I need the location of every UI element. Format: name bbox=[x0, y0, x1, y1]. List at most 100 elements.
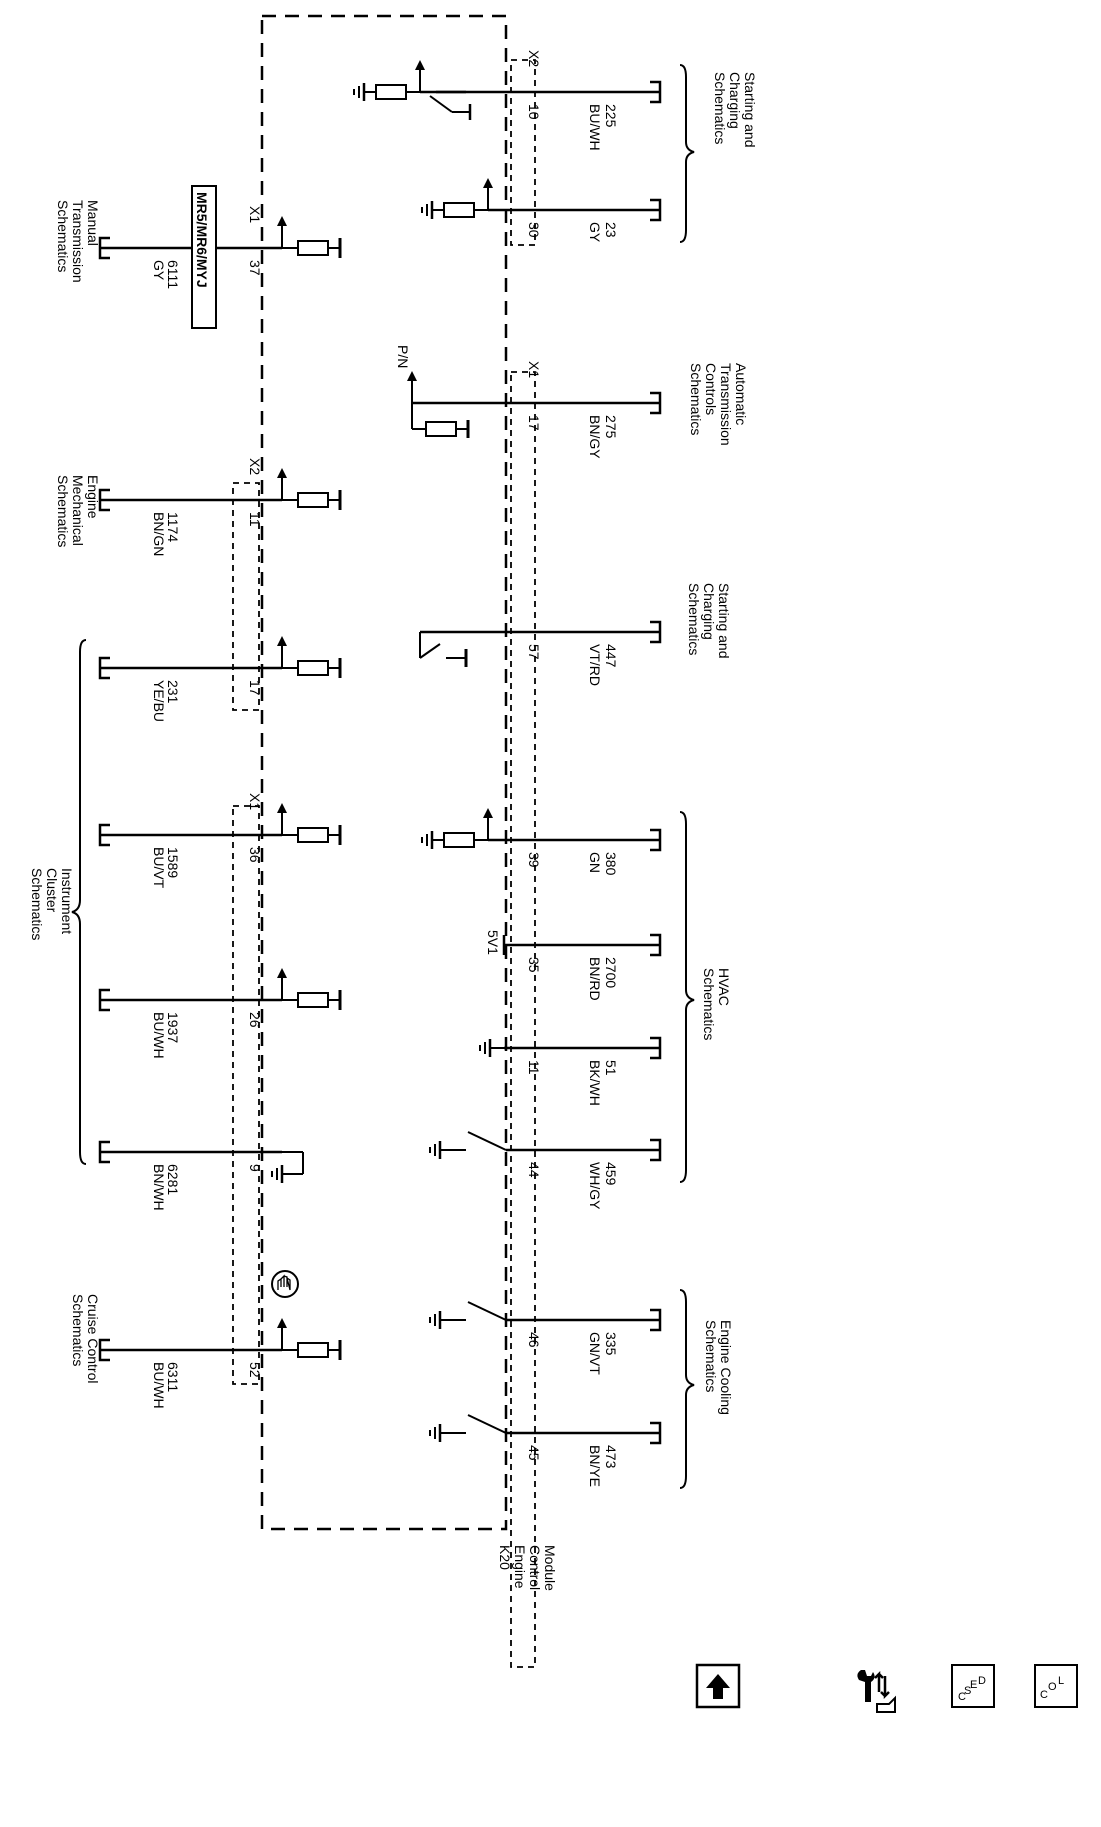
svg-text:Schematics: Schematics bbox=[70, 1294, 86, 1366]
wire-color: BN/GY bbox=[587, 415, 603, 459]
destination-manual: Manual Transmission Schematics bbox=[55, 200, 101, 283]
pin-number: 26 bbox=[247, 1012, 263, 1028]
svg-text:C: C bbox=[1040, 1689, 1048, 1701]
cooling-brace bbox=[679, 1289, 695, 1489]
destination-automatic-transmission: Automatic Transmission Controls Schemati… bbox=[688, 363, 749, 446]
pn-label: P/N bbox=[395, 345, 411, 368]
svg-text:E: E bbox=[970, 1679, 977, 1691]
svg-text:O: O bbox=[1048, 1681, 1057, 1693]
wire-number: 459 bbox=[603, 1162, 619, 1186]
wire-color: GY bbox=[151, 260, 167, 281]
destination-engine-mechanical: Engine Mechanical Schematics bbox=[55, 475, 101, 547]
connector-label: X1 bbox=[526, 361, 542, 378]
connector-box-x2-right bbox=[510, 59, 536, 246]
wire-number: 1589 bbox=[165, 847, 181, 878]
ref-5v-label: 5V1 bbox=[485, 930, 501, 955]
pin-number: 37 bbox=[247, 260, 263, 276]
wire-number: 6281 bbox=[165, 1164, 181, 1195]
svg-text:C: C bbox=[958, 1691, 966, 1703]
svg-text:Schematics: Schematics bbox=[686, 583, 702, 655]
up-arrow-icon[interactable] bbox=[695, 1663, 741, 1709]
module-name: K20 Engine Control Module bbox=[497, 1545, 558, 1591]
svg-text:Schematics: Schematics bbox=[712, 72, 728, 144]
wire-number: 225 bbox=[603, 104, 619, 128]
connector-box-x1-right bbox=[510, 371, 536, 1668]
pin-number: 30 bbox=[526, 222, 542, 238]
svg-text:Charging: Charging bbox=[701, 583, 717, 640]
svg-text:Schematics: Schematics bbox=[703, 1320, 719, 1392]
module-line-4: Module bbox=[542, 1545, 558, 1591]
wire-number: 473 bbox=[603, 1445, 619, 1469]
wire-number: 1174 bbox=[165, 512, 181, 542]
connector-label: X2 bbox=[247, 458, 263, 475]
pin-number: 35 bbox=[526, 957, 542, 973]
wire-number: 231 bbox=[165, 680, 181, 704]
desc-icon[interactable]: D E S C bbox=[951, 1664, 995, 1708]
destination-starting-charging-2: Starting and Charging Schematics bbox=[686, 583, 732, 659]
connector-box-x2-left bbox=[232, 482, 260, 711]
svg-text:Instrument: Instrument bbox=[59, 868, 75, 934]
hvac-brace bbox=[679, 811, 695, 1183]
wire-color: BU/WH bbox=[587, 104, 603, 151]
serial-data-icon bbox=[271, 1270, 299, 1298]
wire-number: 23 bbox=[603, 222, 619, 238]
wire-color: YE/BU bbox=[151, 680, 167, 722]
svg-text:Controls: Controls bbox=[703, 363, 719, 415]
svg-text:D: D bbox=[978, 1675, 986, 1687]
wire-number: 6311 bbox=[165, 1362, 181, 1392]
pin-number: 17 bbox=[247, 680, 263, 696]
module-line-1: K20 bbox=[497, 1545, 513, 1570]
wrench-connector-icon[interactable] bbox=[857, 1670, 896, 1713]
wire-color: GY bbox=[587, 222, 603, 243]
connector-label: X1 bbox=[247, 206, 263, 223]
svg-text:Automatic: Automatic bbox=[733, 363, 749, 425]
wire-number: 447 bbox=[603, 644, 619, 668]
wire-color: BN/GN bbox=[151, 512, 167, 556]
wire-number: 335 bbox=[603, 1332, 619, 1356]
pin-number: 52 bbox=[247, 1362, 263, 1378]
wire-number: 6111 bbox=[165, 260, 181, 289]
option-box: MR5/MR6/MYJ bbox=[191, 185, 217, 329]
module-line-2: Engine bbox=[512, 1545, 528, 1589]
svg-text:HVAC: HVAC bbox=[716, 968, 732, 1006]
svg-text:L: L bbox=[1058, 1675, 1064, 1687]
wire-number: 275 bbox=[603, 415, 619, 439]
svg-text:Manual: Manual bbox=[85, 200, 101, 246]
svg-text:Cluster: Cluster bbox=[44, 868, 60, 913]
svg-text:Starting and: Starting and bbox=[742, 72, 758, 148]
pin-number: 45 bbox=[526, 1445, 542, 1461]
pin-number: 9 bbox=[247, 1164, 263, 1172]
wire-number: 1937 bbox=[165, 1012, 181, 1043]
svg-text:Transmission: Transmission bbox=[718, 363, 734, 446]
svg-text:Schematics: Schematics bbox=[701, 968, 717, 1040]
pin-number: 36 bbox=[247, 847, 263, 863]
destination-instrument-cluster: Instrument Cluster Schematics bbox=[29, 868, 75, 940]
destination-engine-cooling: Engine Cooling Schematics bbox=[703, 1320, 734, 1415]
svg-text:Cruise Control: Cruise Control bbox=[85, 1294, 101, 1383]
connector-label: X1 bbox=[247, 793, 263, 810]
svg-text:Schematics: Schematics bbox=[29, 868, 45, 940]
connector-label: X2 bbox=[526, 50, 542, 67]
wire-color: WH/GY bbox=[587, 1162, 603, 1210]
wire-color: BU/WH bbox=[151, 1362, 167, 1409]
connector-box-x1-left bbox=[232, 805, 260, 1385]
pin-number: 17 bbox=[526, 415, 542, 431]
destination-starting-charging-1: Starting and Charging Schematics bbox=[712, 72, 758, 148]
loc-icon[interactable]: L O C bbox=[1034, 1664, 1078, 1708]
destination-cruise-control: Cruise Control Schematics bbox=[70, 1294, 101, 1383]
pin-number: 10 bbox=[526, 104, 542, 120]
